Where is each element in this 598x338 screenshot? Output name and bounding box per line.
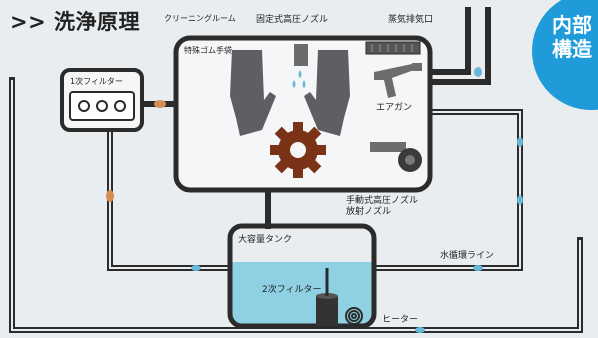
- label-primary-filter: 1次フィルター: [70, 77, 123, 86]
- oil-drops: [106, 100, 166, 202]
- fixed-nozzle: [294, 44, 308, 66]
- label-storage-tank: 大容量タンク: [238, 235, 293, 245]
- label-heater: ヒーター: [382, 315, 419, 325]
- label-manual-nozzle: 手動式高圧ノズル: [346, 196, 419, 206]
- label-secondary-filter: 2次フィルター: [262, 285, 322, 295]
- gear-part: [270, 122, 326, 178]
- heater-coil: [345, 307, 363, 325]
- badge-line-1: 内部: [552, 13, 592, 37]
- label-water-line: 水循環ライン: [440, 251, 495, 261]
- manual-nozzle: [370, 142, 422, 172]
- pipe-top-loop-2: [427, 7, 491, 85]
- secondary-filter: [316, 268, 338, 326]
- label-air-gun: エアガン: [376, 103, 413, 113]
- filter-holes: [78, 100, 126, 112]
- label-fixed-nozzle: 固定式高圧ノズル: [256, 15, 329, 25]
- label-gloves: 特殊ゴム手袋: [184, 46, 232, 55]
- label-spray-nozzle: 放射ノズル: [346, 207, 392, 217]
- water-drops-nozzle: [292, 70, 306, 88]
- storage-tank: [227, 223, 377, 329]
- page-title: >> 洗浄原理: [10, 10, 141, 34]
- label-exhaust: 蒸気排気口: [388, 15, 434, 25]
- flow-drops: [191, 67, 523, 333]
- pipe-top-loop: [427, 7, 471, 75]
- badge-line-2: 構造: [552, 37, 592, 61]
- label-cleaning-room: クリーニングルーム: [164, 14, 236, 23]
- rubber-gloves: [230, 50, 350, 136]
- air-gun: [374, 63, 422, 98]
- section-badge: 内部 構造: [532, 0, 598, 110]
